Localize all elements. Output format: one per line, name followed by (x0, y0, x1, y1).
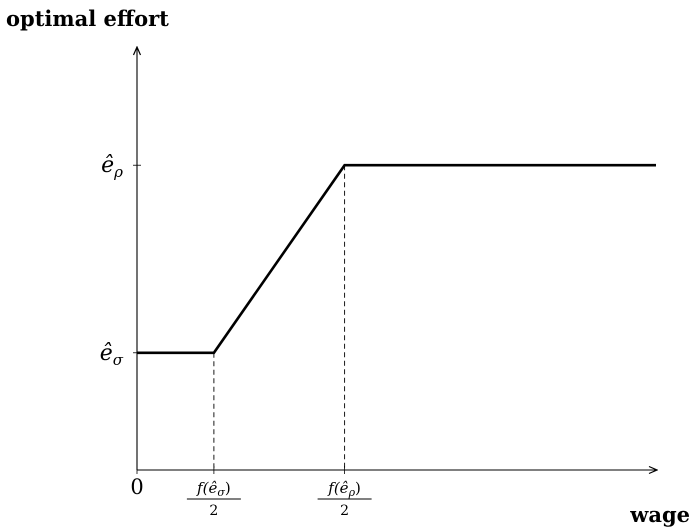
optimal-effort-line (137, 163, 656, 355)
x-axis-title: wage (629, 502, 690, 527)
y-axis-title: optimal effort (6, 6, 169, 31)
x-tick-label-f-sigma: f(êσ) 2 (186, 479, 241, 519)
x-tick-labels: 0 f(êσ) 2 f(êρ) 2 (130, 475, 372, 519)
dashed-guides (213, 165, 346, 470)
x-tick-numerator: f(êσ) (196, 479, 231, 499)
x-tick-label-zero: 0 (130, 475, 143, 499)
x-tick-label-f-rho: f(êρ) 2 (317, 479, 372, 519)
y-tick-labels: êσ êρ (100, 153, 124, 369)
x-tick-denominator: 2 (209, 503, 218, 519)
x-tick-denominator: 2 (340, 503, 349, 519)
x-tick-numerator: f(êρ) (327, 479, 361, 499)
y-tick-label-sigma: êσ (100, 341, 124, 369)
y-tick-label-rho: êρ (101, 153, 123, 181)
